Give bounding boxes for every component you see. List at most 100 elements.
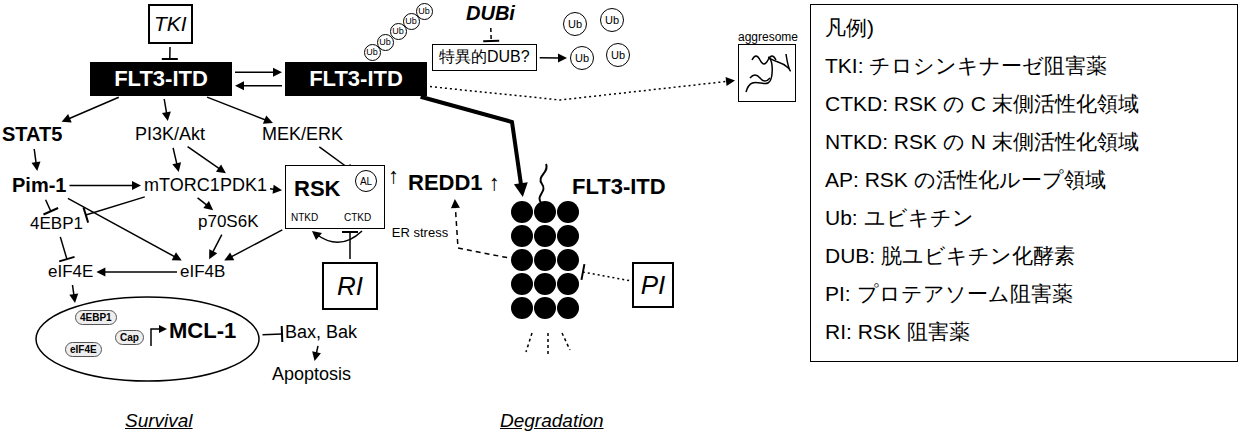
connector [68,198,182,260]
node-text: TKI [154,12,187,36]
connector-line [583,272,629,281]
connector-line [235,71,275,73]
node-text: mTORC1 [144,175,220,196]
connector-line [455,206,507,257]
aggresome-illustration [746,54,790,92]
arrow-head [235,81,244,90]
node-text: Cap [120,332,139,343]
inhibition-bar [43,208,58,215]
connector [209,235,222,260]
node-text: DUBi [466,2,515,25]
arrow-head [558,53,567,62]
connector-line [490,28,492,41]
connector [581,264,629,280]
connector-line [207,97,266,120]
connector-line [242,85,282,87]
legend-box: 凡例)TKI: チロシンキナーゼ阻害薬CTKD: RSK の C 末側活性化領域… [810,4,1238,362]
node-text: 凡例) [825,9,1223,47]
node-text: Pim-1 [12,174,66,197]
connector [162,99,171,121]
inhibitor-box: TKI [148,4,193,44]
connector [70,181,142,190]
section-label: Degradation [500,410,604,432]
protein-label: REDD1 ↑ [408,170,500,196]
node-text: eIF4E [48,262,93,282]
connector [224,230,282,261]
connector [263,326,283,342]
arrow-head [514,182,528,197]
protein-label: 4EBP1 [30,214,83,234]
node-text: CTKD [344,212,371,223]
inhibition-bar [59,257,74,262]
node-text: Bax, Bak [285,322,357,343]
activation-loop: AL [355,170,377,192]
node-text: MEK/ERK [262,124,343,145]
node-text: TKI: チロシンキナーゼ阻害薬 [825,47,1223,85]
node-text: RI: RSK 阻害薬 [825,313,1223,351]
node-text: 4EBP1 [80,312,112,323]
node-text: aggresome [738,30,798,44]
aggresome-frame [738,44,796,102]
arrow-head [132,181,141,190]
ubiquitin-circle: Ub [563,12,587,36]
aggresome-box: aggresome [738,30,798,102]
connector-line [173,148,177,165]
connector [59,237,74,261]
receptor-box: FLT3-ITD [90,62,232,96]
connector-line [68,97,119,119]
node-text: FLT3-ITD [114,66,208,92]
arrow-head [172,252,182,260]
connector [32,149,41,171]
node-text: Ub [392,26,404,36]
node-text: Ub [379,37,391,47]
inhibition-bar [342,231,358,233]
arrow-head [203,201,213,210]
proteasome-shape [510,200,580,330]
arrow-head [96,268,105,277]
node-text: Ub [611,49,625,61]
cap-blob: Cap [115,330,144,345]
inhibitor-box: RI [322,262,378,310]
arrow-head [209,249,217,259]
connector [483,28,499,41]
increase-arrow: ↑ [388,163,399,189]
inhibition-bar [162,58,178,60]
arrow-head [273,185,282,194]
receptor-squiggle [539,164,546,204]
node-text: eIF4E [70,344,97,355]
protein-label: Apoptosis [272,364,351,385]
connector-line [430,81,728,100]
arrow-head [162,111,171,121]
peptide-fragments [526,333,570,356]
connector [69,285,78,303]
ubiquitin-circle: Ub [416,3,433,20]
autophosphorylation-arrow [312,231,362,242]
connector-line [188,147,220,170]
node-text: Ub [575,52,589,64]
connector-line [198,198,208,206]
connector-line [212,235,221,253]
arrow-head [172,162,181,172]
node-text: FLT3-ITD [309,66,403,92]
connector-line [263,333,283,335]
ubiquitin-circle: Ub [570,46,594,70]
proteasome: FLT3-ITD [510,200,580,330]
connector-line [34,149,36,164]
connector-line [540,57,560,59]
nucleus-ellipse: MCL-14EBP1eIF4ECap [35,296,260,382]
node-text: STAT5 [2,123,62,146]
connector-line [349,232,351,259]
connector-line [169,47,171,59]
connector [270,185,282,194]
connector [172,148,181,172]
connector [83,197,144,223]
node-text: NTKD [291,212,318,223]
node-text: DUB: 脱ユビキチン化酵素 [825,237,1223,275]
connector-line [164,99,167,114]
node-text: 特異的DUB? [439,47,530,68]
protein-label: PDK1 [220,175,267,196]
inhibition-bar [483,40,499,42]
connector [198,198,214,210]
arrow-head [69,293,78,303]
